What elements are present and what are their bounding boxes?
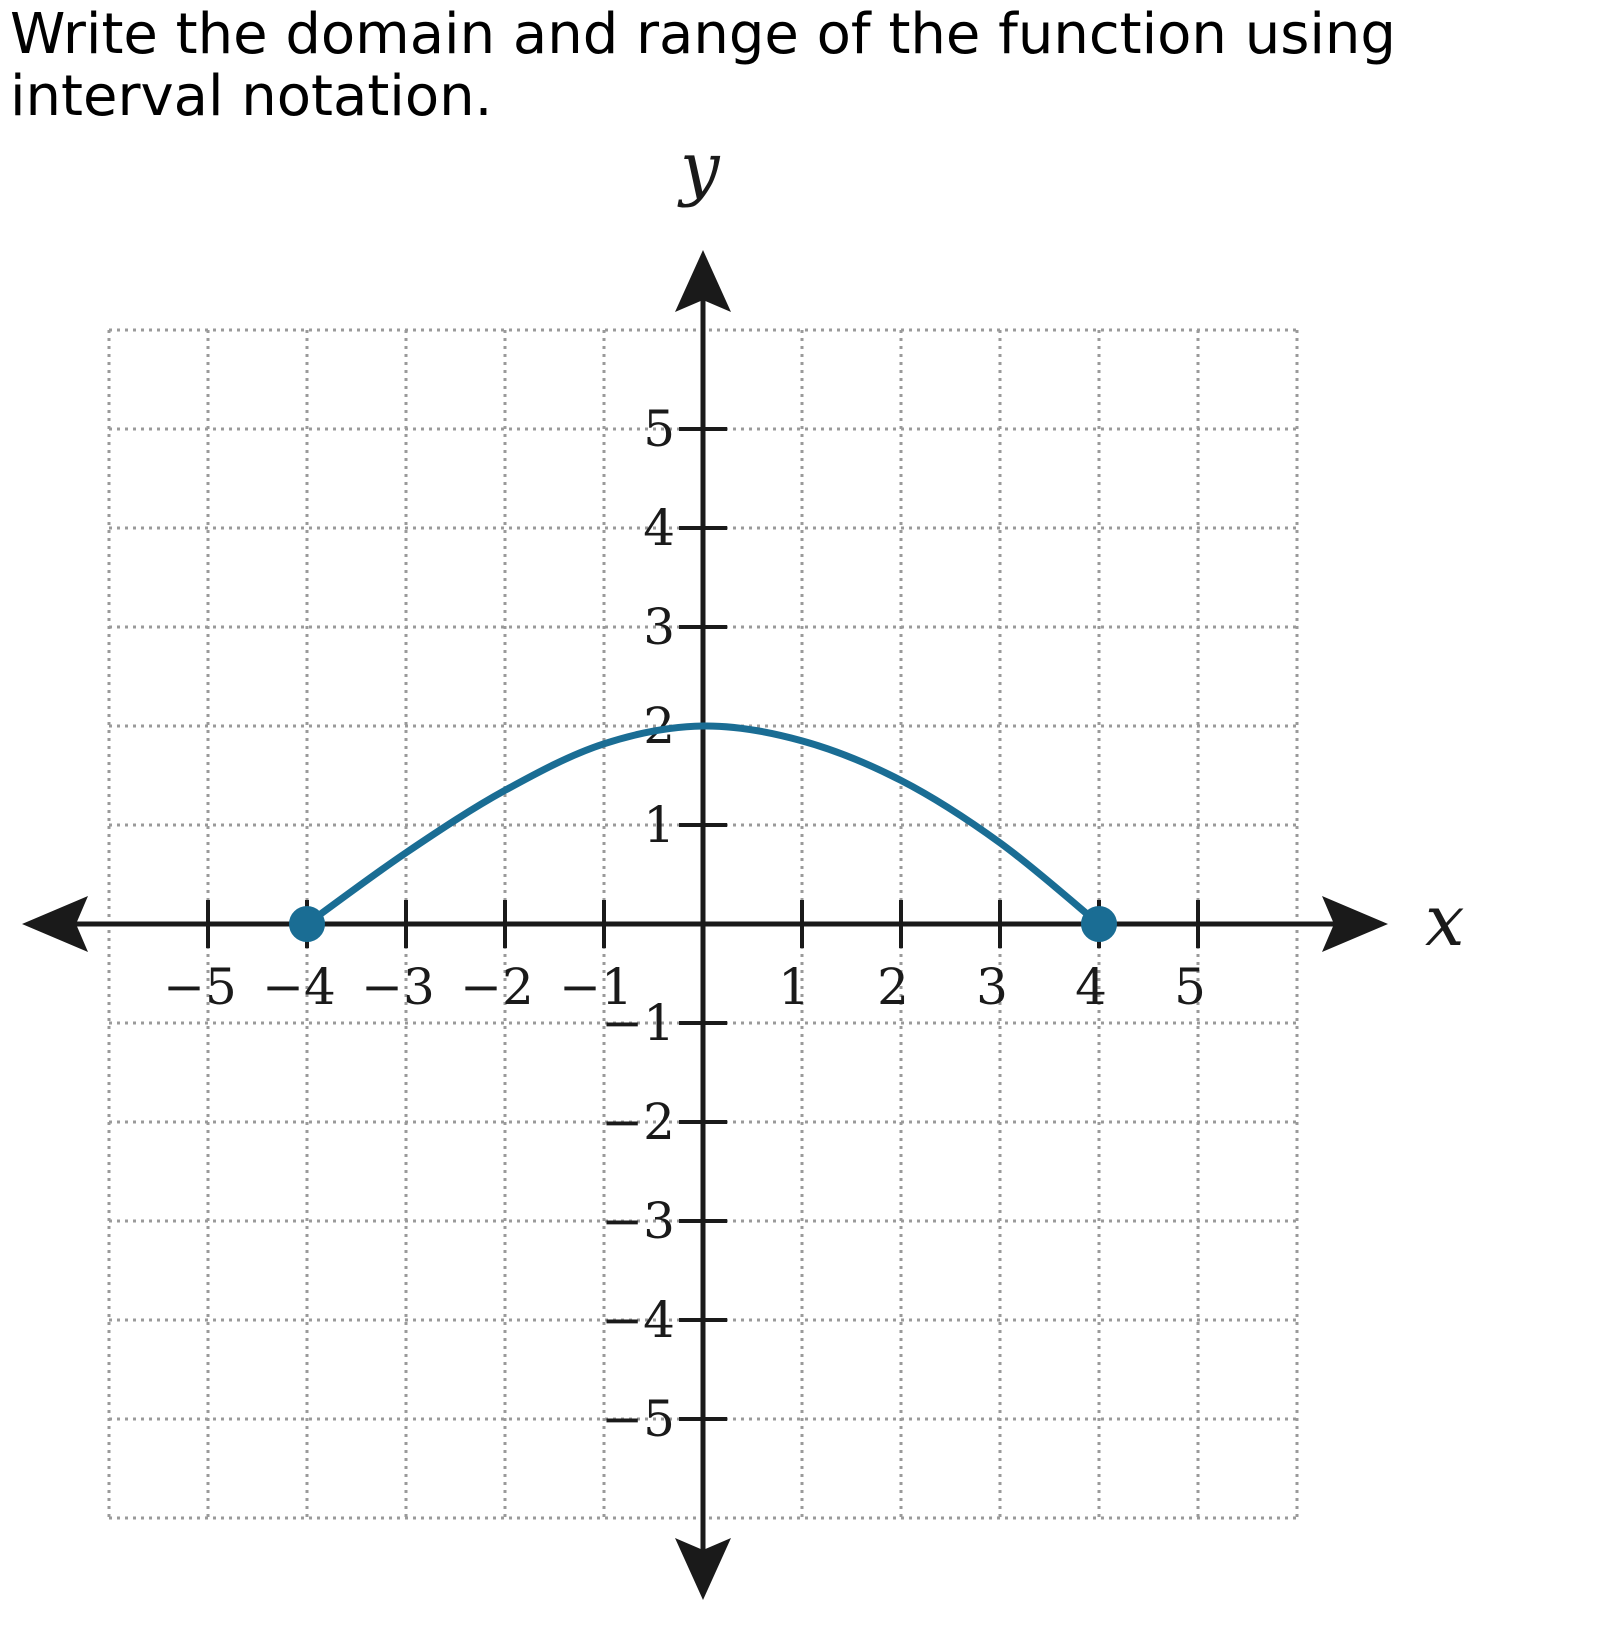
- y-tick-label: −2: [601, 1093, 675, 1151]
- x-tick-label: −4: [262, 958, 336, 1016]
- endpoint-dot: [289, 906, 325, 942]
- y-tick-label: −1: [601, 994, 675, 1052]
- x-tick-label: −3: [361, 958, 435, 1016]
- y-tick-label: −5: [601, 1390, 675, 1448]
- x-tick-label: 4: [1075, 958, 1107, 1016]
- function-curve: [303, 722, 1103, 928]
- curve: [303, 722, 1103, 928]
- x-axis-right-arrow: [1322, 896, 1388, 952]
- x-tick-label: 2: [877, 958, 909, 1016]
- y-axis-down-arrow: [675, 1538, 731, 1600]
- x-tick-label: −2: [460, 958, 534, 1016]
- y-tick-label: 4: [643, 499, 675, 557]
- y-tick-label: −4: [601, 1291, 675, 1349]
- endpoint-dot: [1081, 906, 1117, 942]
- x-tick-label: 1: [778, 958, 810, 1016]
- question-text: Write the domain and range of the functi…: [10, 2, 1396, 129]
- x-axis-left-arrow: [22, 896, 88, 952]
- axes: [22, 250, 1388, 1600]
- y-tick-label: 3: [643, 598, 675, 656]
- y-tick-label: 5: [643, 400, 675, 458]
- x-tick-label: 5: [1174, 958, 1206, 1016]
- y-tick-label: 1: [643, 796, 675, 854]
- endpoints: [289, 906, 1117, 942]
- x-axis-label: x: [1425, 880, 1464, 962]
- y-axis-up-arrow: [675, 250, 731, 312]
- y-axis-label: y: [677, 127, 721, 209]
- x-tick-label: 3: [976, 958, 1008, 1016]
- x-tick-label: −5: [163, 958, 237, 1016]
- x-tick-label: −1: [559, 958, 633, 1016]
- y-tick-label: −3: [601, 1192, 675, 1250]
